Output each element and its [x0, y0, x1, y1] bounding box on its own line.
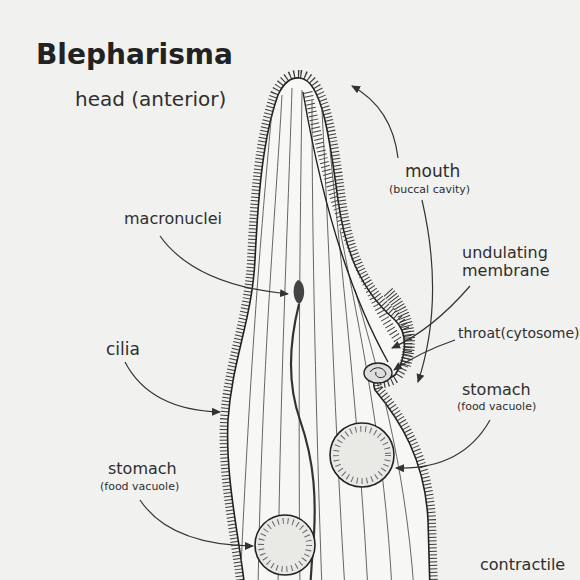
macronucleus	[294, 280, 305, 304]
cytostome	[364, 363, 392, 383]
groove-hairs	[308, 92, 398, 340]
stripe	[278, 88, 292, 580]
stripe	[312, 100, 322, 580]
part-label: (buccal cavity)	[389, 184, 470, 196]
part-label: throat(cytosome)	[458, 326, 580, 341]
cell-body	[228, 78, 430, 580]
leader-line	[140, 500, 253, 546]
stripe	[340, 230, 392, 580]
body-stripes	[240, 88, 414, 580]
diagram-title: Blepharisma	[36, 38, 233, 71]
stripe	[330, 150, 368, 580]
part-label: cilia	[106, 340, 140, 359]
buccal-groove	[303, 92, 398, 362]
part-label: (food vacuole)	[457, 401, 536, 413]
part-label: stomach	[108, 460, 177, 478]
food-vacuole	[330, 423, 394, 487]
cytostome-spiral	[370, 368, 386, 378]
food-vacuole	[255, 515, 315, 575]
stripe	[299, 90, 302, 580]
leader-line	[125, 362, 220, 412]
part-label: mouth	[405, 162, 460, 181]
stripe	[240, 110, 272, 580]
cilia-fringe	[228, 78, 430, 580]
part-label: head (anterior)	[75, 88, 226, 110]
part-label: macronuclei	[124, 210, 222, 228]
leader-lines	[125, 86, 490, 546]
leader-line	[394, 340, 455, 370]
leader-line	[396, 420, 490, 468]
part-label: stomach	[462, 381, 531, 399]
vacuole-contents	[261, 521, 309, 569]
vacuole-contents	[336, 429, 388, 481]
undulating-membrane-fringe	[388, 292, 409, 365]
part-label: (food vacuole)	[100, 481, 179, 493]
stripe	[258, 95, 282, 580]
part-label: undulating membrane	[462, 244, 574, 279]
groove-edge	[303, 92, 388, 362]
leader-line	[352, 86, 398, 158]
part-label: contractile	[480, 556, 565, 574]
leader-line	[160, 236, 288, 294]
